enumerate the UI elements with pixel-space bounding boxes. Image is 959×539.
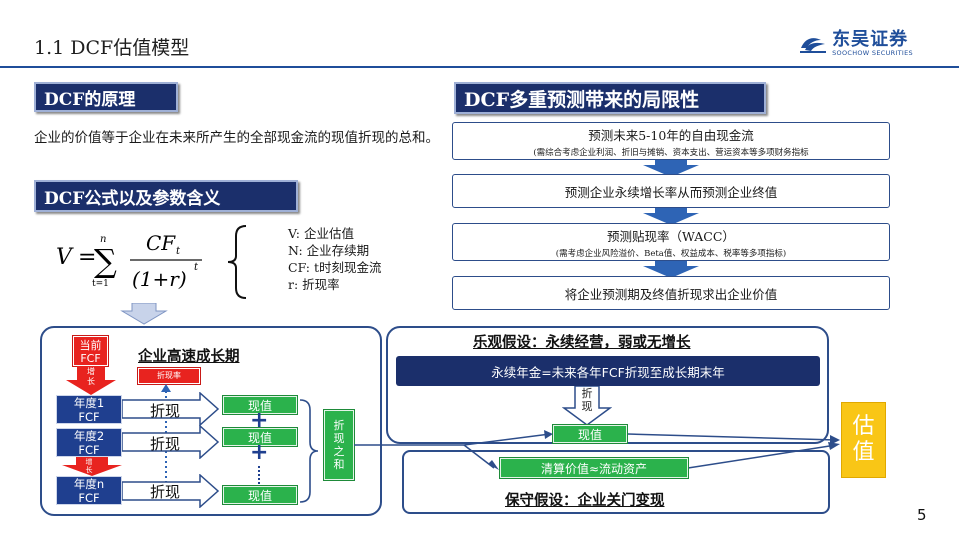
formula-denominator: (1+r) xyxy=(132,267,187,291)
process-step-terminal: 预测企业永续增长率从而预测企业终值 xyxy=(452,174,890,208)
conservative-title-text: 保守假设：企业关门变现 xyxy=(505,493,665,509)
process-step-value: 将企业预测期及终值折现求出企业价值 xyxy=(452,276,890,310)
discount-arrow-icon xyxy=(122,474,220,508)
discount-label: 折现 xyxy=(150,483,181,501)
formula-numerator: CF xyxy=(146,231,176,255)
connector-liq-to-value xyxy=(687,444,837,469)
param-item: N: 企业存续期 xyxy=(288,243,370,258)
flow-connectors xyxy=(354,430,840,470)
perpetuity-bar: 永续年金=未来各年FCF折现至成长期末年 xyxy=(396,356,820,386)
growth-arrow-icon xyxy=(62,457,122,476)
principle-text: 企业的价值等于企业在未来所产生的全部现金流的现值折现的总和。 xyxy=(34,130,439,146)
growth-label: 增 长 xyxy=(85,458,93,474)
company-logo: 东吴证券 SOOCHOW SECURITIES xyxy=(799,31,913,57)
section-limits-header: DCF多重预测带来的局限性 xyxy=(454,82,766,114)
pv-box: 现值 xyxy=(223,396,297,414)
dcf-formula: V = n ∑ t=1 CF t (1+r) t xyxy=(56,231,202,291)
conservative-title: 保守假设：企业关门变现 xyxy=(505,489,665,510)
pv-box: 现值 xyxy=(223,486,297,504)
param-item: r: 折现率 xyxy=(288,277,340,292)
valuation-box: 估 值 xyxy=(841,402,886,478)
process-step-fcf: 预测未来5-10年的自由现金流 (需综合考虑企业利润、折旧与摊销、资本支出、营运… xyxy=(452,122,890,160)
process-step-sub: (需综合考虑企业利润、折旧与摊销、资本支出、营运资本等多项财务指标 xyxy=(533,147,809,158)
plus-icon: + xyxy=(250,408,269,433)
formula-sum-bottom: t=1 xyxy=(92,279,109,289)
param-item: CF: t时刻现金流 xyxy=(288,260,382,275)
yearn-fcf-box: 年度n FCF xyxy=(56,476,122,505)
connector-pv-to-value xyxy=(627,433,837,441)
discount-arrow-icon xyxy=(122,425,220,459)
discount-label: 折现 xyxy=(150,435,181,453)
growth-label: 增 长 xyxy=(87,367,95,386)
section-principle-header: DCF的原理 xyxy=(34,82,178,112)
process-step-main: 预测企业永续增长率从而预测企业终值 xyxy=(564,184,778,200)
process-step-sub: (需考虑企业风险溢价、Beta值、权益成本、税率等多项指标) xyxy=(555,248,787,259)
optimistic-title-text: 乐观假设：永续经营，弱或无增长 xyxy=(473,335,691,351)
high-growth-title: 企业高速成长期 xyxy=(138,345,240,366)
formula-sigma: ∑ xyxy=(94,242,117,280)
param-item: V: 企业估值 xyxy=(288,226,354,241)
process-step-main: 预测贴现率（WACC） xyxy=(607,228,735,244)
liquidation-value-box: 清算价值≈流动资产 xyxy=(500,458,688,478)
process-step-wacc: 预测贴现率（WACC） (需考虑企业风险溢价、Beta值、权益成本、税率等多项指… xyxy=(452,223,890,261)
continuation-dots-icon xyxy=(258,466,260,486)
formula-sum-top: n xyxy=(100,234,106,245)
discount-rate-box: 折现率 xyxy=(138,368,200,384)
brace-icon xyxy=(227,225,247,299)
page-title: 1.1 DCF估值模型 xyxy=(34,37,190,59)
page-number: 5 xyxy=(917,506,927,524)
discount-arrow-icon xyxy=(122,392,220,426)
current-fcf-box: 当前 FCF xyxy=(73,336,108,366)
discount-vertical-label: 折 现 xyxy=(581,387,593,413)
connector-to-pv xyxy=(354,433,551,446)
formula-numerator-sub: t xyxy=(176,246,181,257)
sum-brace-icon xyxy=(299,399,319,503)
high-growth-title-text: 企业高速成长期 xyxy=(138,349,240,365)
formula-denominator-sup: t xyxy=(194,262,199,273)
section-formula-header: DCF公式以及参数含义 xyxy=(34,180,298,212)
process-arrow-icon xyxy=(643,208,699,225)
discount-down-arrow-icon xyxy=(562,386,612,426)
down-arrow-icon xyxy=(120,303,168,325)
year1-fcf-box: 年度1 FCF xyxy=(56,395,122,424)
pv-mid-box: 现值 xyxy=(553,425,627,443)
logo-icon xyxy=(800,37,827,53)
logo-text-en: SOOCHOW SECURITIES xyxy=(832,49,913,57)
pv-box: 现值 xyxy=(223,428,297,446)
formula-equals: = xyxy=(78,245,96,270)
logo-text-cn: 东吴证券 xyxy=(832,29,909,50)
process-arrow-icon xyxy=(643,261,699,278)
sum-of-pv-box: 折 现 之 和 xyxy=(324,410,354,480)
optimistic-title: 乐观假设：永续经营，弱或无增长 xyxy=(473,331,691,352)
formula-lhs: V xyxy=(56,245,74,270)
growth-arrow-icon xyxy=(66,366,116,395)
year2-fcf-box: 年度2 FCF xyxy=(56,428,122,457)
process-step-main: 将企业预测期及终值折现求出企业价值 xyxy=(564,286,778,302)
plus-icon: + xyxy=(250,440,269,465)
header-divider xyxy=(0,66,959,68)
process-step-main: 预测未来5-10年的自由现金流 xyxy=(588,127,754,143)
param-list: V: 企业估值 N: 企业存续期 CF: t时刻现金流 r: 折现率 xyxy=(288,225,382,293)
discount-label: 折现 xyxy=(150,402,181,420)
valuation-label: 估 值 xyxy=(852,414,875,465)
